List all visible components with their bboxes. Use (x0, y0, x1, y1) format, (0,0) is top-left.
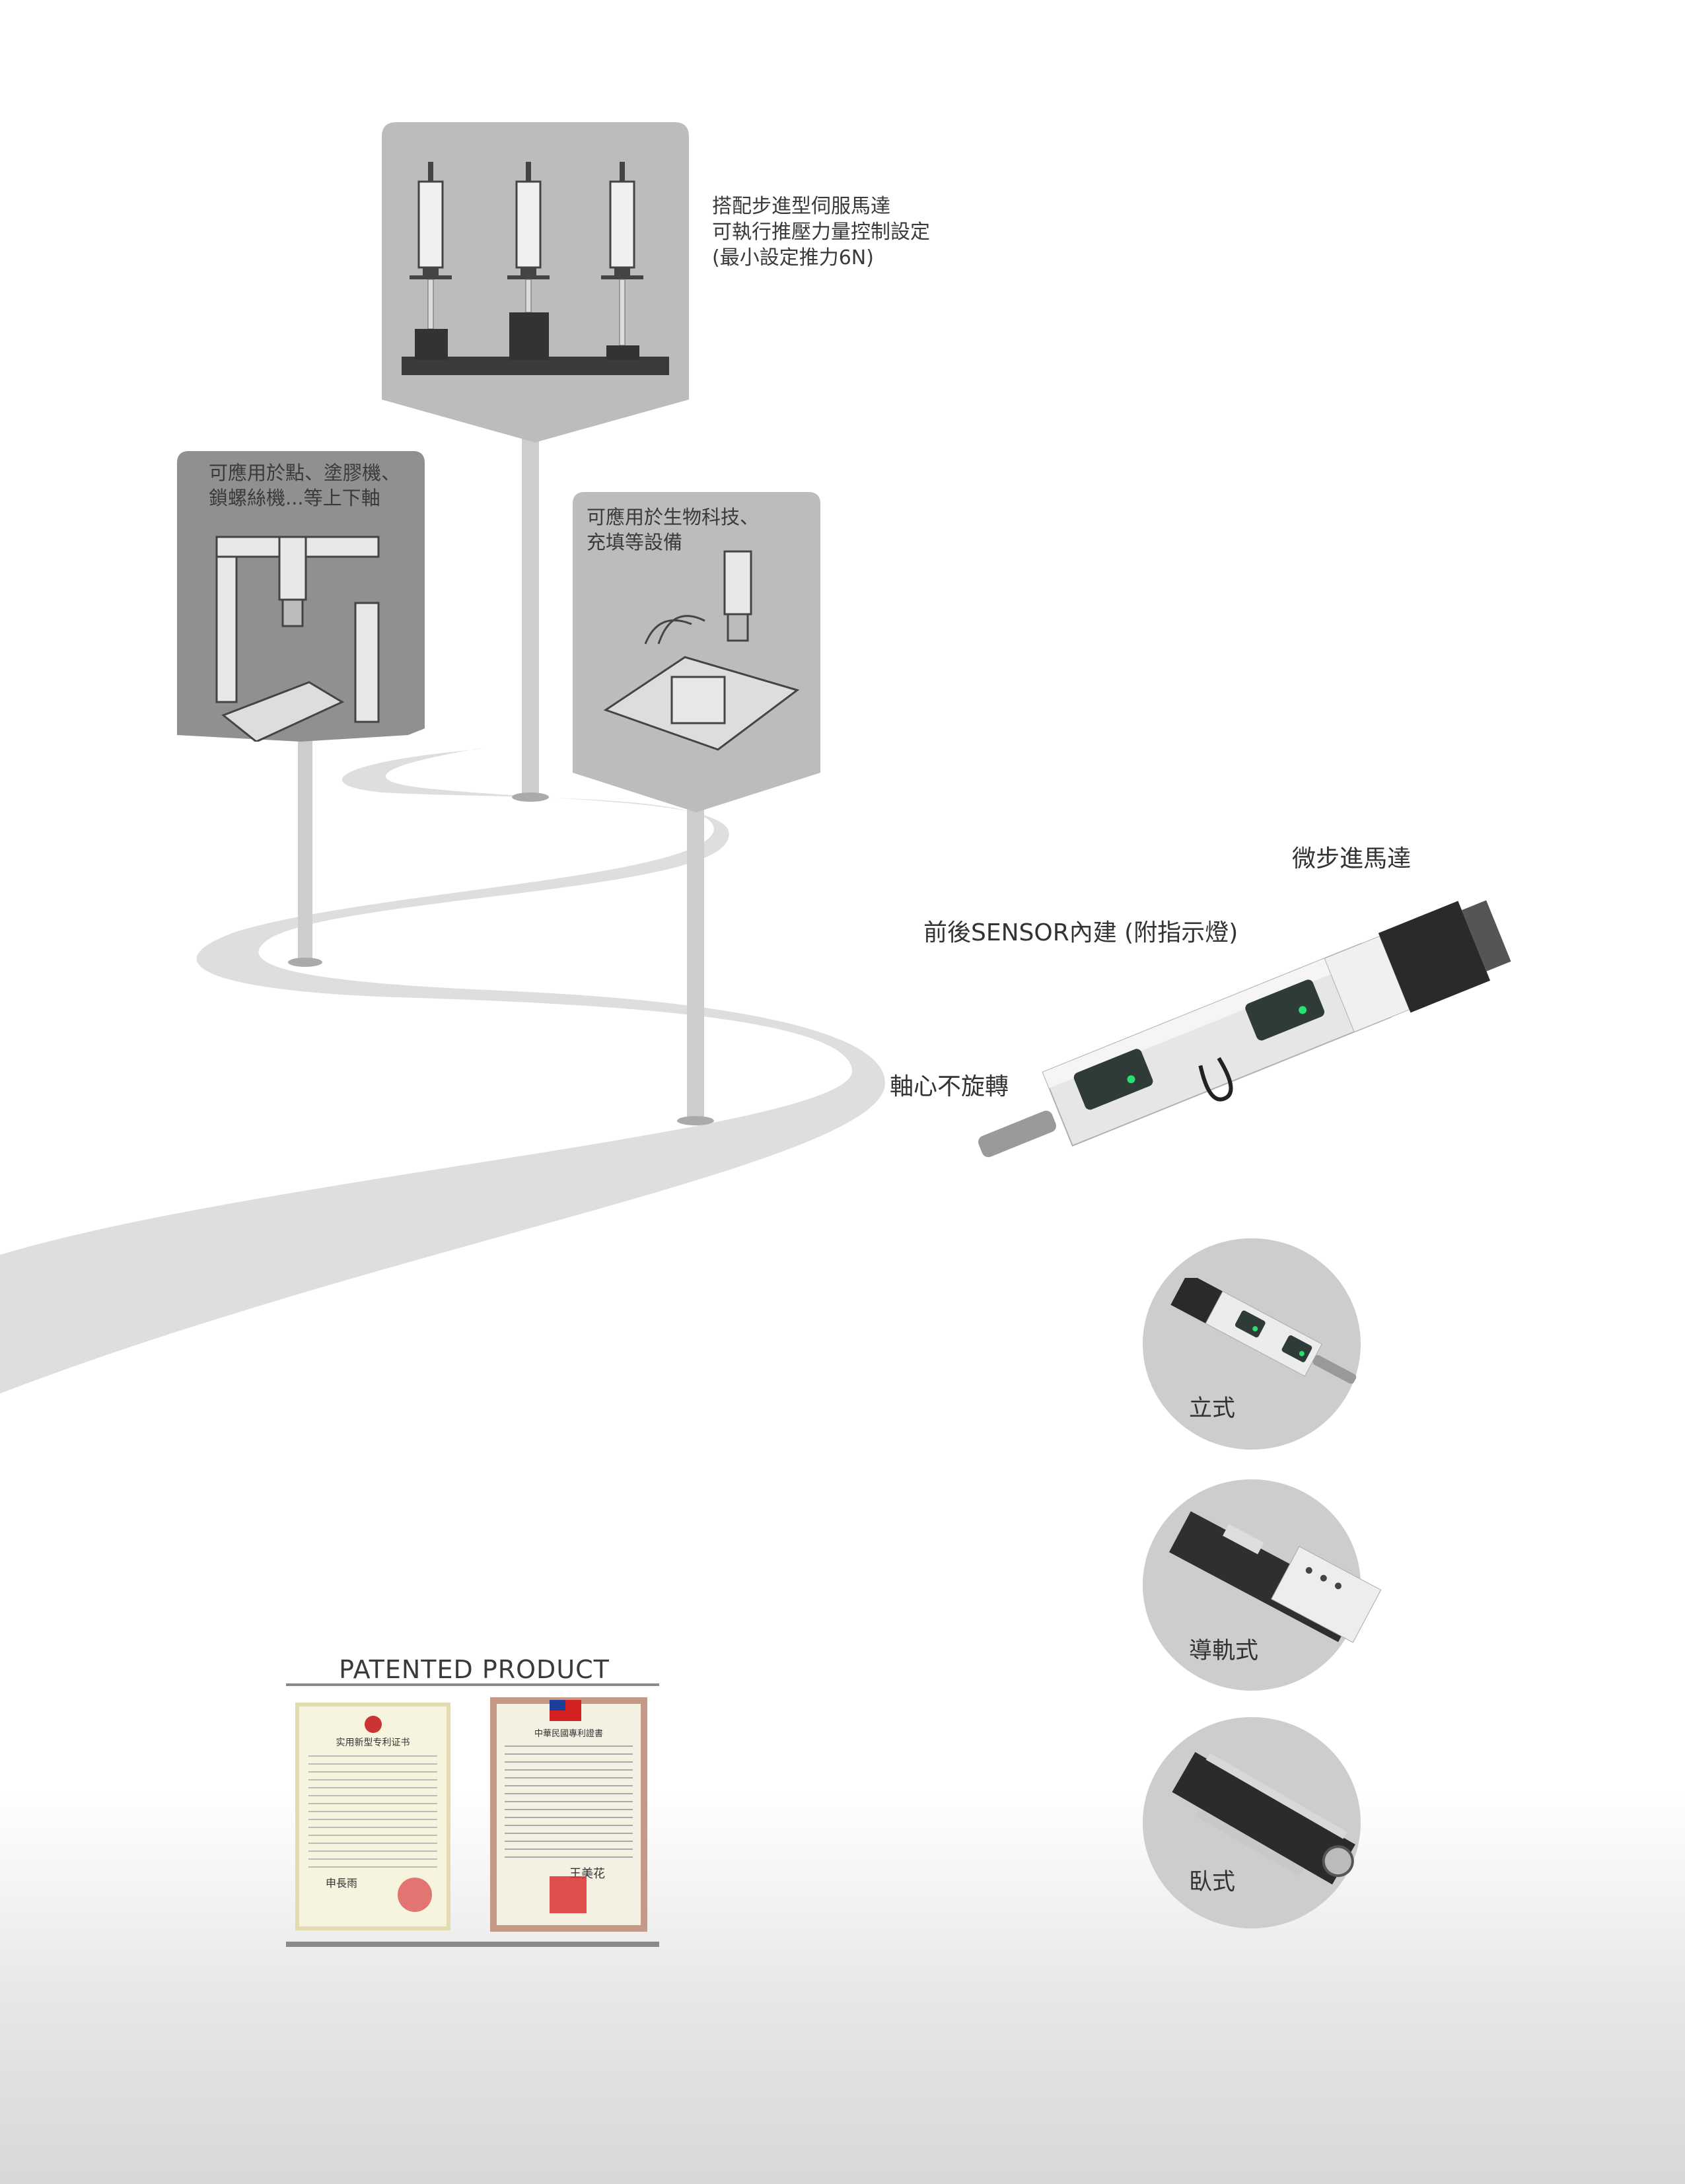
road-illustration (0, 748, 885, 1393)
sign-left (177, 451, 425, 742)
rail-actuator-icon (1168, 1511, 1382, 1643)
callout-motor: 微步進馬達 (1292, 845, 1412, 872)
patent-rule-top (286, 1683, 659, 1686)
pole-left (298, 726, 312, 964)
callout-sensor: 前後SENSOR內建 (附指示燈) (923, 919, 1238, 946)
callout-shaft: 軸心不旋轉 (890, 1073, 1009, 1100)
syringe-icons (410, 162, 643, 360)
vertical-actuator-icon (1170, 1278, 1357, 1384)
cert-text-lines (308, 1755, 437, 1868)
variant-label: 臥式 (1189, 1869, 1236, 1895)
sign-right-text: 可應用於生物科技、 充填等設備 (587, 505, 759, 555)
variant-label: 導軌式 (1189, 1638, 1259, 1664)
sign-left-line: 鎖螺絲機...等上下軸 (209, 486, 380, 509)
variant-horizontal: 臥式 (1143, 1717, 1380, 1935)
patent-title: PATENTED PRODUCT (339, 1655, 610, 1684)
horizontal-actuator-icon (1172, 1751, 1355, 1885)
cert-taiwan-title: 中華民國專利證書 (534, 1729, 603, 1739)
pole-base (512, 793, 549, 802)
cert-china-signature: 申長雨 (326, 1877, 358, 1889)
variant-vertical: 立式 (1143, 1238, 1367, 1450)
pole-right (687, 793, 704, 1123)
dispenser-gantry-drawing (215, 536, 380, 742)
pole-top (522, 423, 539, 799)
cert-china-title: 实用新型专利证书 (336, 1738, 410, 1748)
pole-base (288, 958, 322, 967)
actuator-product-image (978, 900, 1511, 1158)
sign-top-line: 搭配步進型伺服馬達 (712, 195, 890, 218)
cert-seal-icon (398, 1878, 432, 1912)
patent-cert-china: 实用新型专利证书 申長雨 (295, 1703, 450, 1930)
sign-top (382, 122, 689, 442)
sign-right-line: 充填等設備 (587, 530, 683, 553)
sign-left-line: 可應用於點、塗膠機、 (209, 462, 401, 484)
cert-text-lines (505, 1745, 633, 1858)
bio-filling-drawing (603, 550, 800, 751)
sign-top-line: (最小設定推力6N) (712, 246, 874, 269)
variant-label: 立式 (1189, 1395, 1236, 1422)
sign-right-line: 可應用於生物科技、 (587, 506, 760, 528)
sign-right (573, 492, 820, 812)
flag-icon (550, 1700, 581, 1721)
pole-base (677, 1116, 714, 1125)
sign-top-text: 搭配步進型伺服馬達 可執行推壓力量控制設定 (最小設定推力6N) (712, 194, 930, 271)
sign-top-line: 可執行推壓力量控制設定 (712, 221, 930, 244)
cert-emblem-icon (364, 1716, 382, 1733)
patent-cert-taiwan: 中華民國專利證書 王美花 (490, 1697, 647, 1932)
patent-rule-bottom (286, 1942, 659, 1947)
sign-left-text: 可應用於點、塗膠機、 鎖螺絲機...等上下軸 (209, 461, 400, 511)
cert-seal-icon (550, 1876, 587, 1913)
variant-rail: 導軌式 (1143, 1479, 1394, 1697)
